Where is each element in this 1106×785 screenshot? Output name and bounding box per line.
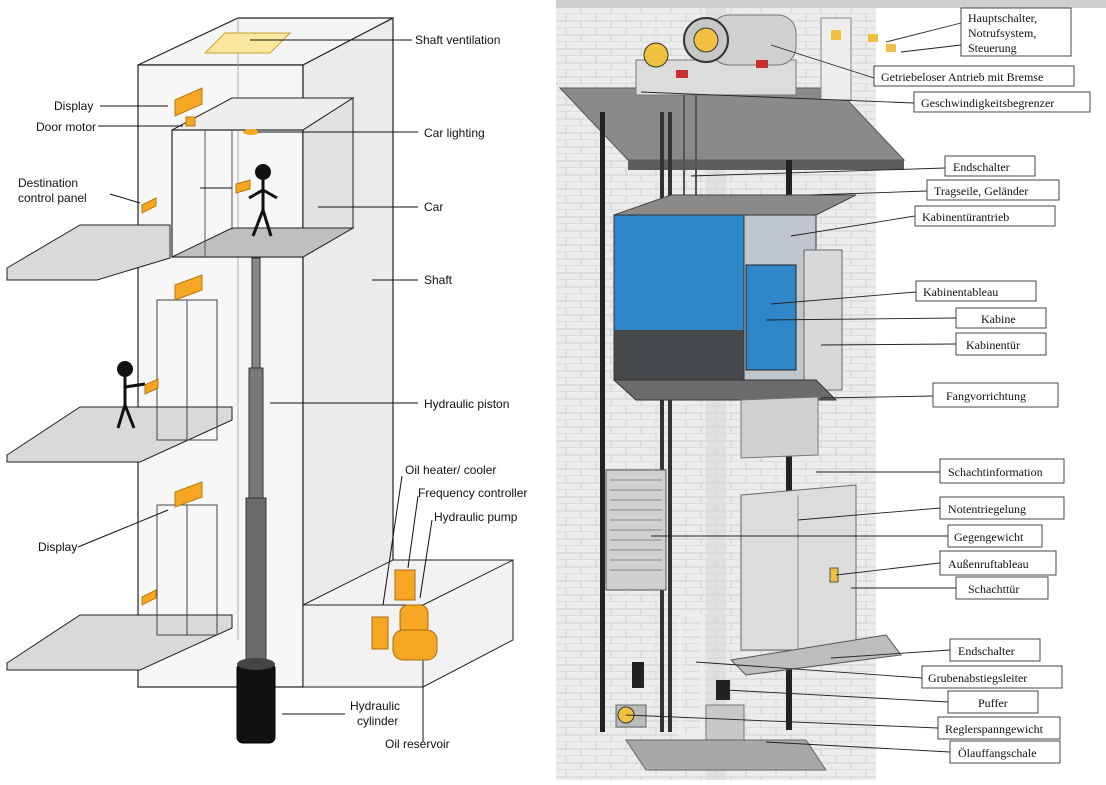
label-hydraulic-cylinder-1: Hydraulic <box>350 699 400 713</box>
label-car: Car <box>424 200 443 214</box>
label-shaft-ventilation: Shaft ventilation <box>415 33 500 47</box>
label-schachtinformation: Schachtinformation <box>948 465 1043 479</box>
label-kabine: Kabine <box>981 312 1016 326</box>
label-shaft: Shaft <box>424 273 453 287</box>
label-aussenruftableau: Außenruftableau <box>948 557 1029 571</box>
label-puffer: Puffer <box>978 696 1008 710</box>
counterweight <box>605 469 667 591</box>
label-display-top: Display <box>54 99 93 113</box>
elevator-cabin <box>612 194 857 401</box>
label-fangvorrichtung: Fangvorrichtung <box>946 389 1026 403</box>
label-destination-control-panel-1: Destination <box>18 176 78 190</box>
person-figure <box>116 361 146 429</box>
label-display-bottom: Display <box>38 540 77 554</box>
label-hydraulic-cylinder-2: cylinder <box>357 714 398 728</box>
machine-room <box>302 559 514 688</box>
label-hydraulic-piston: Hydraulic piston <box>424 397 509 411</box>
landing-door <box>729 396 902 676</box>
label-hauptschalter-2: Notrufsystem, <box>968 26 1036 40</box>
pit-equipment <box>615 613 827 771</box>
label-kabinentuerantrieb: Kabinentürantrieb <box>922 210 1009 224</box>
label-kabinentableau: Kabinentableau <box>923 285 998 299</box>
label-endschalter-top: Endschalter <box>953 160 1010 174</box>
label-frequency-controller: Frequency controller <box>418 486 527 500</box>
landing-doors <box>156 299 218 636</box>
shaft-structure <box>137 17 394 688</box>
label-hauptschalter-1: Hauptschalter, <box>968 11 1037 25</box>
label-oil-reservoir: Oil reservoir <box>385 737 450 751</box>
hydraulic-elevator-drawing: Shaft ventilation Display Door motor Car… <box>6 17 527 751</box>
label-notentriegelung: Notentriegelung <box>948 502 1026 516</box>
label-getriebeloser-antrieb: Getriebeloser Antrieb mit Bremse <box>881 70 1043 84</box>
label-car-lighting: Car lighting <box>424 126 485 140</box>
floor-slabs <box>6 224 233 671</box>
hydraulic-elevator-diagram: Shaft ventilation Display Door motor Car… <box>0 0 550 780</box>
label-oelauffangschale: Ölauffangschale <box>958 746 1036 760</box>
gearless-drive <box>635 14 896 101</box>
label-reglerspanngewicht: Reglerspanngewicht <box>945 722 1044 736</box>
label-hauptschalter-3: Steuerung <box>968 41 1017 55</box>
pointer-lines <box>77 39 433 742</box>
label-oil-heater-cooler: Oil heater/ cooler <box>405 463 496 477</box>
label-door-motor: Door motor <box>36 120 96 134</box>
pointer-lines-right <box>625 22 962 753</box>
traction-elevator-drawing: Hauptschalter, Notrufsystem, Steuerung G… <box>556 0 1106 780</box>
label-schachttuer: Schachttür <box>968 582 1019 596</box>
label-endschalter-bottom: Endschalter <box>958 644 1015 658</box>
label-tragseile: Tragseile, Geländer <box>934 184 1028 198</box>
label-destination-control-panel-2: control panel <box>18 191 87 205</box>
label-grubenabstiegsleiter: Grubenabstiegsleiter <box>928 671 1027 685</box>
hydraulic-piston <box>236 257 276 744</box>
label-geschwindigkeitsbegrenzer: Geschwindigkeitsbegrenzer <box>921 96 1054 110</box>
traction-elevator-diagram: Hauptschalter, Notrufsystem, Steuerung G… <box>556 0 1106 780</box>
label-hydraulic-pump: Hydraulic pump <box>434 510 518 524</box>
display-panels <box>141 87 251 606</box>
label-gegengewicht: Gegengewicht <box>954 530 1024 544</box>
shaft-ventilation-grille <box>203 32 292 54</box>
elevator-car <box>171 97 355 258</box>
label-kabinentuer: Kabinentür <box>966 338 1020 352</box>
